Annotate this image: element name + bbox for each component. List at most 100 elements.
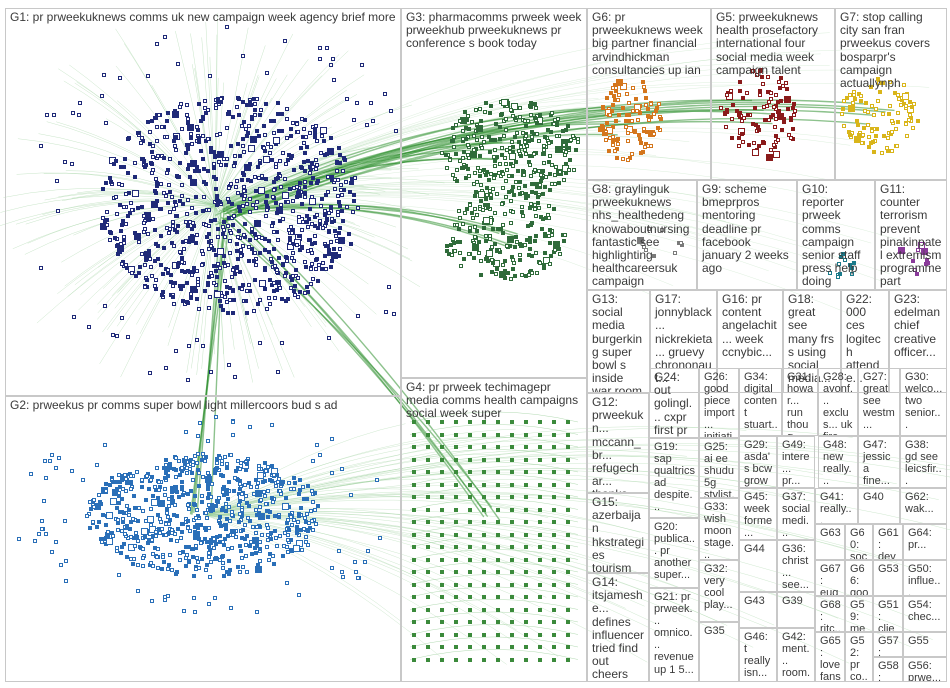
node[interactable]	[230, 311, 235, 316]
node[interactable]	[247, 210, 252, 215]
node[interactable]	[225, 299, 230, 304]
node[interactable]	[114, 212, 119, 217]
node[interactable]	[297, 189, 302, 194]
node[interactable]	[275, 237, 280, 242]
node[interactable]	[297, 233, 302, 238]
node[interactable]	[313, 233, 318, 238]
node[interactable]	[298, 247, 303, 252]
node[interactable]	[320, 197, 325, 202]
node[interactable]	[213, 290, 221, 298]
node[interactable]	[180, 126, 185, 131]
node[interactable]	[342, 188, 346, 193]
node[interactable]	[254, 189, 259, 194]
node[interactable]	[251, 97, 256, 102]
node[interactable]	[240, 100, 245, 105]
node[interactable]	[271, 289, 276, 294]
node[interactable]	[287, 187, 292, 192]
node[interactable]	[212, 281, 217, 286]
node[interactable]	[185, 212, 190, 217]
node[interactable]	[178, 250, 183, 255]
node[interactable]	[227, 297, 232, 302]
node[interactable]	[306, 158, 311, 163]
node[interactable]	[257, 133, 262, 138]
node[interactable]	[183, 220, 188, 225]
node[interactable]	[156, 154, 161, 159]
node[interactable]	[302, 168, 307, 173]
node[interactable]	[195, 232, 200, 237]
node[interactable]	[108, 238, 113, 243]
node[interactable]	[299, 164, 304, 169]
node[interactable]	[326, 248, 331, 253]
node[interactable]	[242, 232, 247, 237]
node[interactable]	[221, 260, 226, 265]
node[interactable]	[314, 180, 319, 185]
node[interactable]	[329, 240, 334, 245]
node[interactable]	[173, 214, 178, 219]
node[interactable]	[308, 207, 313, 212]
node[interactable]	[284, 116, 289, 121]
node[interactable]	[306, 290, 311, 295]
node[interactable]	[109, 180, 114, 185]
node[interactable]	[304, 265, 309, 270]
node[interactable]	[351, 210, 356, 215]
node[interactable]	[315, 162, 320, 167]
node[interactable]	[168, 280, 173, 285]
node[interactable]	[147, 141, 152, 146]
node[interactable]	[228, 144, 233, 149]
node[interactable]	[247, 244, 252, 249]
node[interactable]	[280, 151, 285, 156]
node[interactable]	[264, 207, 269, 212]
node[interactable]	[312, 214, 317, 219]
node[interactable]	[313, 257, 318, 262]
node[interactable]	[272, 264, 277, 269]
node[interactable]	[200, 134, 205, 139]
node[interactable]	[304, 213, 309, 218]
node[interactable]	[199, 263, 204, 268]
node[interactable]	[237, 113, 242, 118]
node[interactable]	[220, 308, 225, 313]
node[interactable]	[258, 280, 266, 288]
node[interactable]	[241, 188, 246, 193]
node[interactable]	[174, 148, 179, 153]
node[interactable]	[166, 231, 171, 236]
node[interactable]	[205, 235, 210, 239]
node[interactable]	[285, 107, 290, 112]
node[interactable]	[162, 156, 167, 161]
node[interactable]	[187, 124, 195, 132]
node[interactable]	[323, 208, 328, 213]
node[interactable]	[234, 264, 239, 269]
node[interactable]	[155, 124, 160, 129]
node[interactable]	[105, 222, 110, 227]
node[interactable]	[154, 177, 159, 182]
node[interactable]	[241, 244, 246, 249]
node[interactable]	[188, 135, 193, 140]
node[interactable]	[329, 205, 334, 210]
node[interactable]	[299, 201, 304, 206]
node[interactable]	[270, 194, 275, 199]
node[interactable]	[196, 101, 201, 106]
node[interactable]	[284, 136, 289, 141]
node[interactable]	[291, 259, 296, 264]
node[interactable]	[307, 237, 312, 242]
node[interactable]	[337, 226, 342, 231]
node[interactable]	[230, 222, 235, 227]
node[interactable]	[320, 126, 328, 134]
node[interactable]	[119, 164, 124, 169]
node[interactable]	[164, 135, 169, 140]
node[interactable]	[139, 141, 144, 146]
node[interactable]	[164, 119, 169, 124]
node[interactable]	[237, 208, 242, 213]
node[interactable]	[255, 199, 260, 204]
node[interactable]	[295, 129, 300, 134]
node[interactable]	[265, 306, 270, 311]
node[interactable]	[215, 234, 220, 239]
node[interactable]	[228, 251, 233, 256]
node[interactable]	[150, 273, 155, 278]
node[interactable]	[140, 252, 145, 257]
node[interactable]	[255, 129, 260, 134]
node[interactable]	[167, 183, 172, 188]
node[interactable]	[143, 263, 148, 268]
node[interactable]	[139, 204, 144, 209]
node[interactable]	[181, 201, 186, 206]
node[interactable]	[334, 238, 339, 243]
